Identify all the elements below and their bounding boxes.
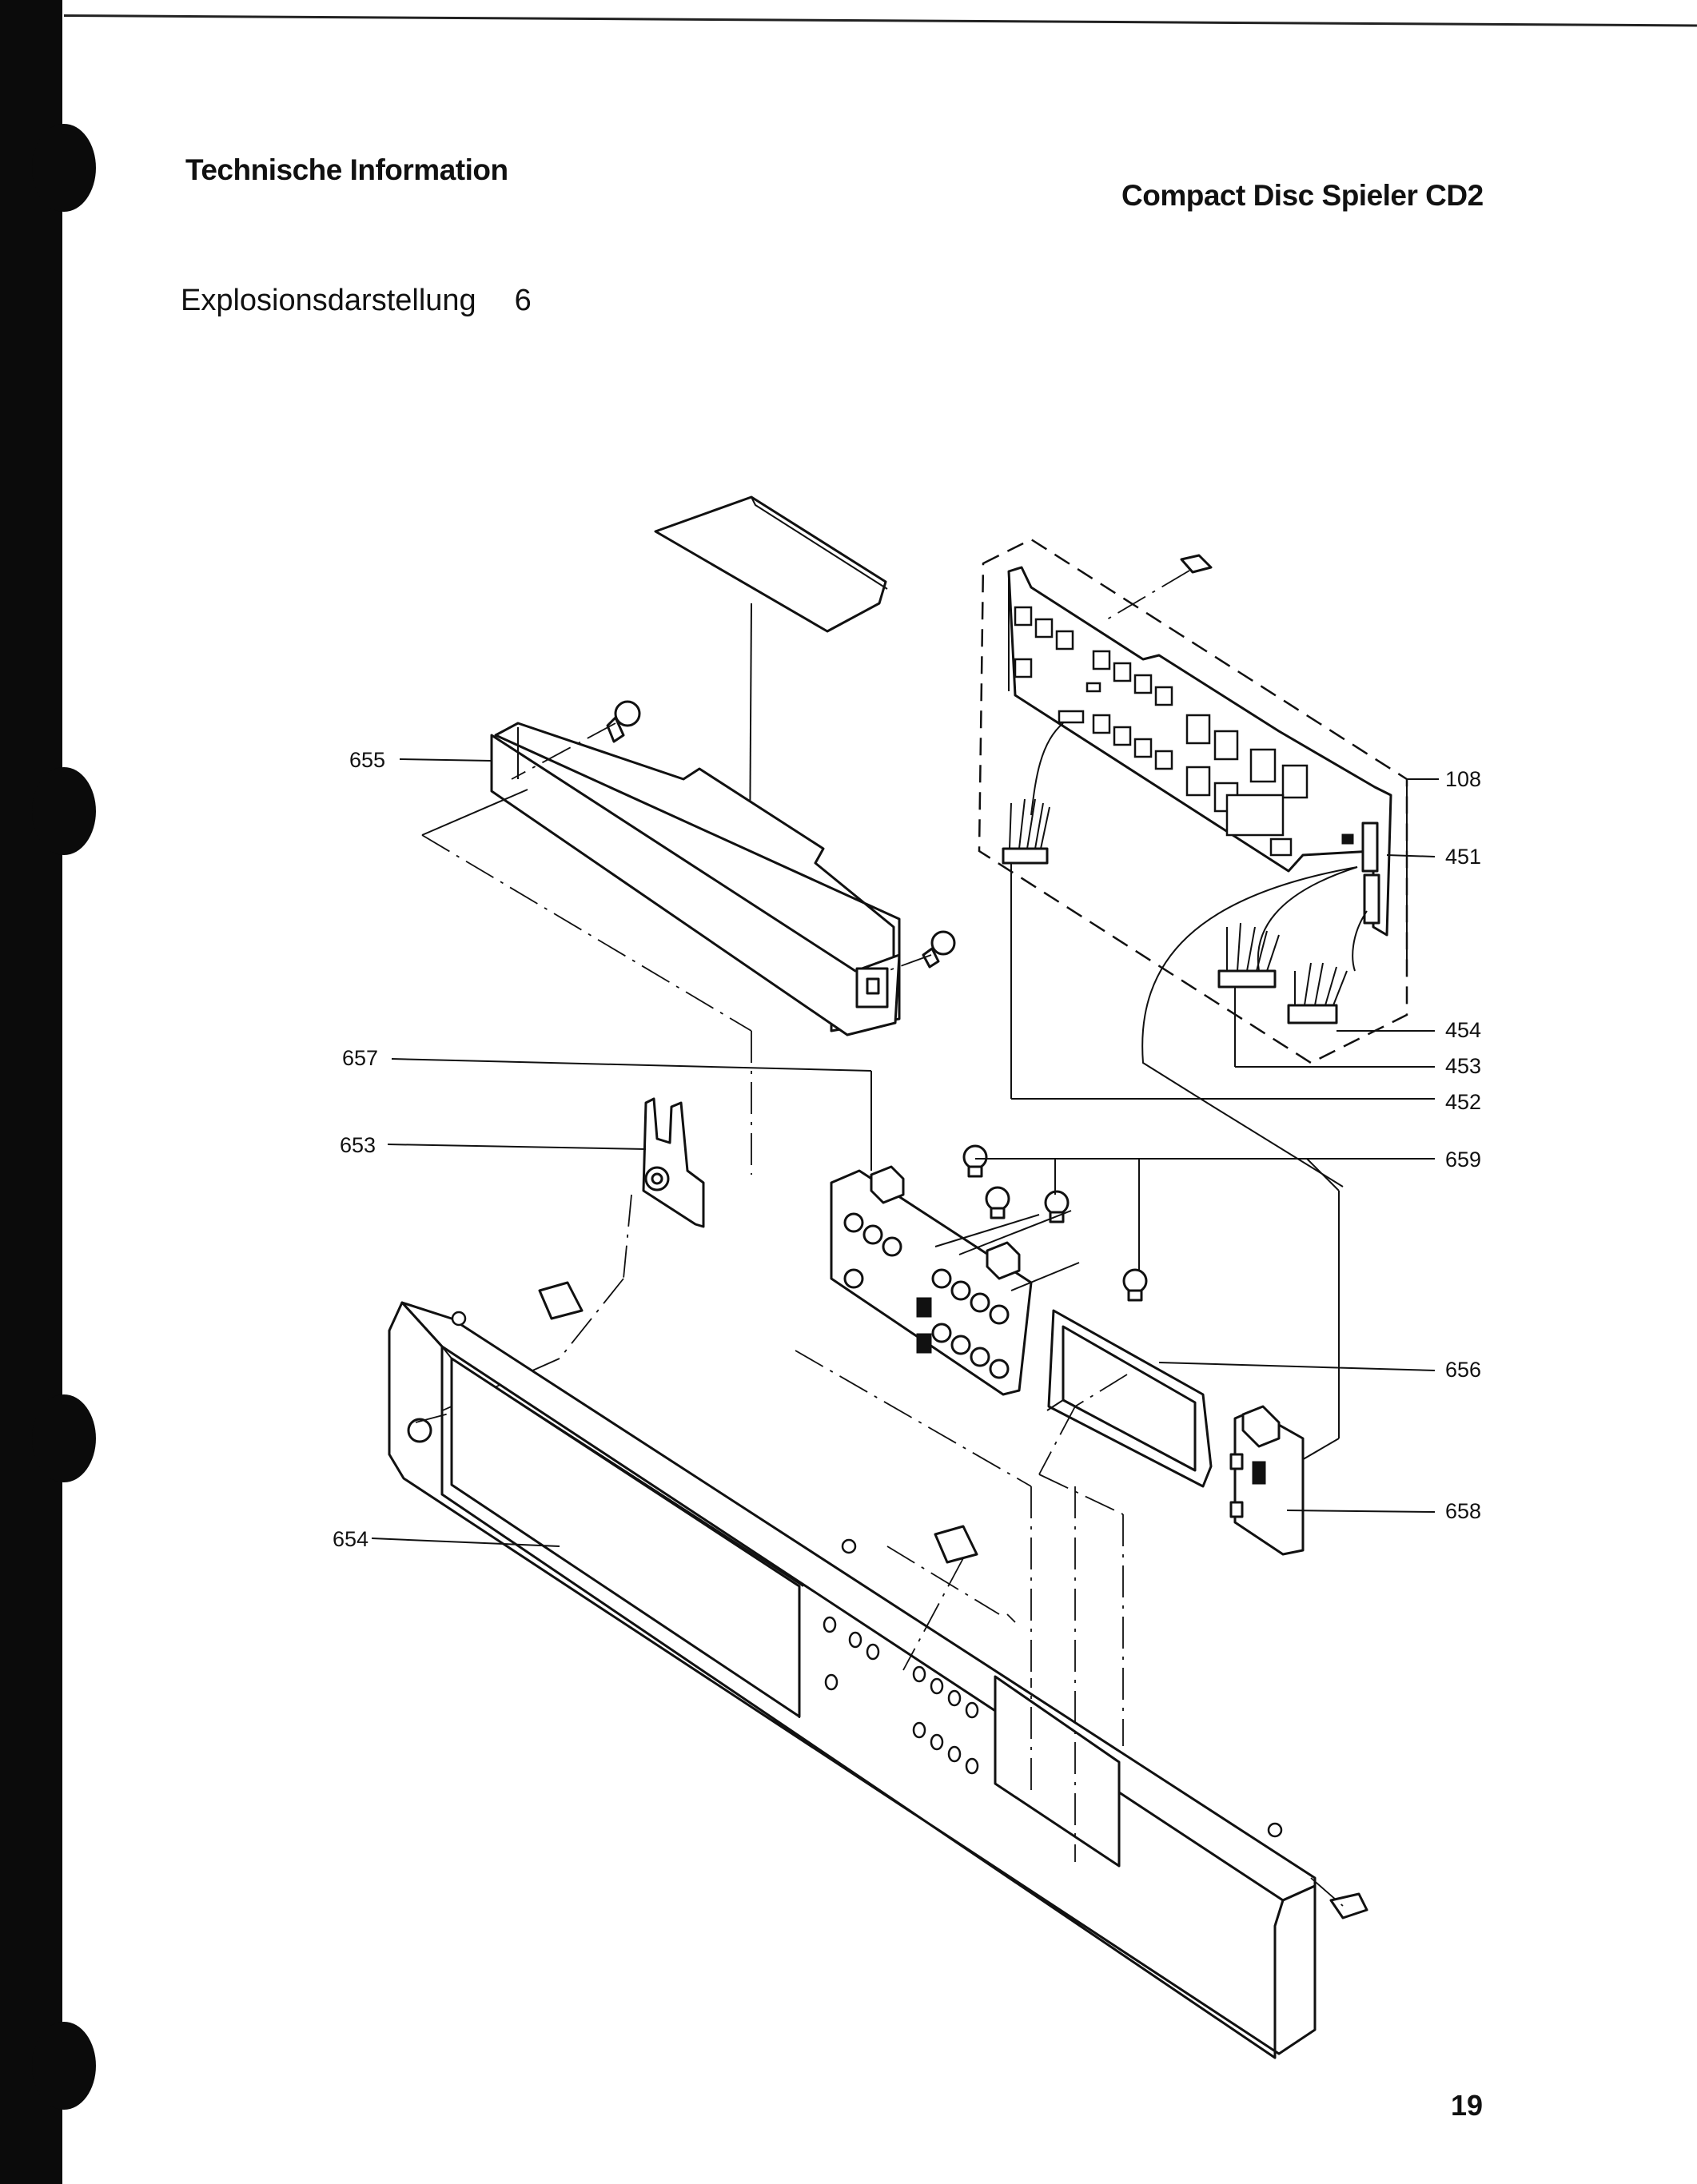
label-454: 454 — [1445, 1018, 1481, 1042]
screw — [606, 700, 641, 743]
cable-harness — [1002, 722, 1435, 1187]
label-452: 452 — [1445, 1090, 1481, 1114]
bracket-653 — [415, 1097, 705, 1423]
binder-hole — [32, 1394, 96, 1482]
subtitle-number: 6 — [514, 284, 532, 317]
header-right-title: Compact Disc Spieler CD2 — [1121, 179, 1484, 212]
binder-hole — [32, 124, 96, 212]
label-654: 654 — [333, 1527, 368, 1551]
label-658: 658 — [1445, 1499, 1481, 1523]
screw — [1044, 1190, 1070, 1223]
keyboard-657 — [830, 1144, 1435, 1467]
label-655: 655 — [349, 748, 385, 772]
screw — [985, 1186, 1010, 1219]
subtitle-text: Explosionsdarstellung — [181, 284, 476, 317]
label-108: 108 — [1445, 767, 1481, 791]
label-656: 656 — [1445, 1358, 1481, 1382]
binder-hole — [32, 767, 96, 855]
screw — [962, 1144, 988, 1178]
binder-hole — [32, 2022, 96, 2110]
bracket-655 — [421, 700, 956, 1175]
display-656 — [1038, 1309, 1213, 1791]
page-number: 19 — [1451, 2089, 1484, 2122]
holder-658 — [1229, 1405, 1305, 1556]
binder-edge-shadow — [0, 0, 62, 2184]
label-453: 453 — [1445, 1054, 1481, 1078]
screw — [1122, 1268, 1148, 1302]
screw — [922, 930, 956, 969]
label-657: 657 — [342, 1046, 378, 1070]
header-left-title: Technische Information — [185, 153, 508, 186]
label-653: 653 — [340, 1133, 376, 1157]
label-451: 451 — [1445, 845, 1481, 869]
diagram-subtitle: Explosionsdarstellung 6 — [181, 284, 532, 318]
front-panel-654 — [388, 1281, 1368, 2059]
pcb-108 — [978, 538, 1408, 1064]
label-659: 659 — [1445, 1148, 1481, 1172]
